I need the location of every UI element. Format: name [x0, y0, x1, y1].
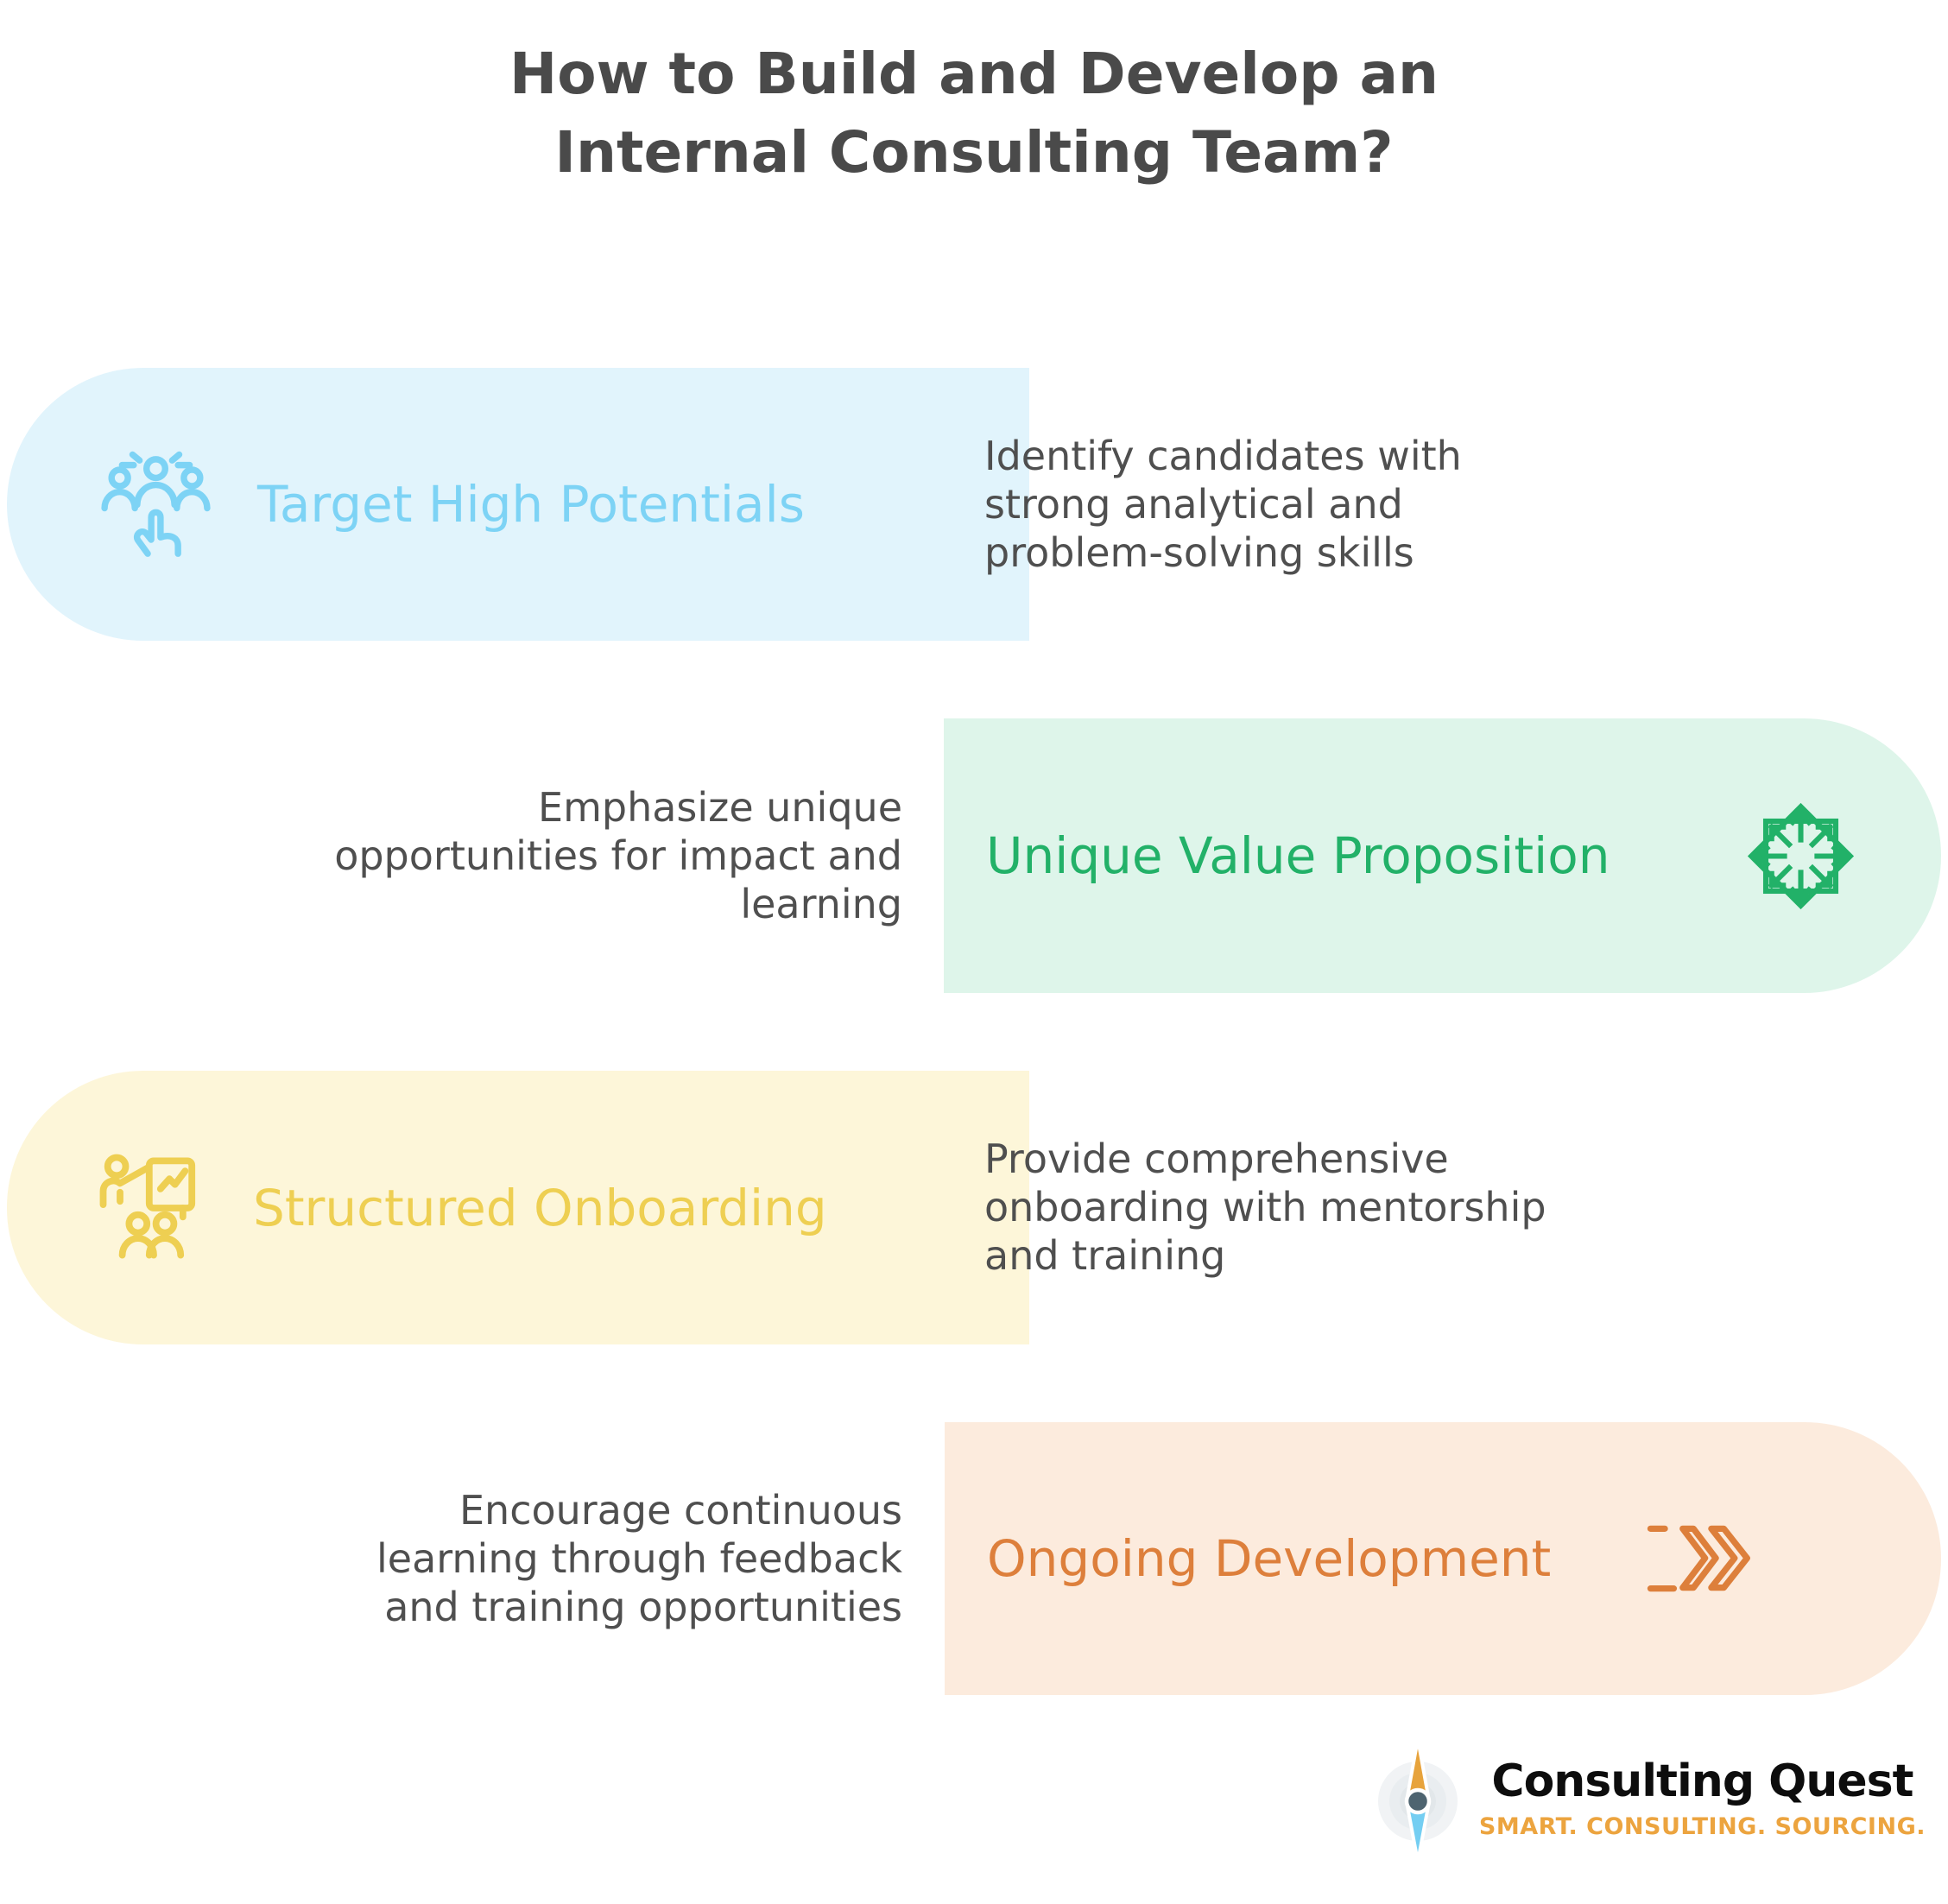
compass-icon — [1370, 1734, 1465, 1863]
section-heading-structured-onboarding: Structured Onboarding — [253, 1178, 827, 1237]
consulting-quest-logo: Consulting Quest SMART. CONSULTING. SOUR… — [1370, 1734, 1926, 1863]
ornamental-star-icon — [1742, 798, 1859, 914]
description-line: onboarding with mentorship — [984, 1184, 1546, 1230]
logo-tagline: SMART. CONSULTING. SOURCING. — [1478, 1813, 1926, 1841]
section-description-ongoing-development: Encourage continuous learning through fe… — [246, 1486, 902, 1631]
team-select-icon — [98, 446, 214, 563]
section-description-target-high-potentials: Identify candidates with strong analytic… — [984, 432, 1589, 577]
description-line: Provide comprehensive — [984, 1135, 1449, 1182]
description-line: Identify candidates with — [984, 433, 1462, 479]
page-title: How to Build and Develop an Internal Con… — [0, 35, 1948, 192]
section-heading-unique-value-proposition: Unique Value Proposition — [986, 826, 1610, 885]
presenter-training-icon — [98, 1152, 210, 1264]
section-ongoing-development: Ongoing Development — [945, 1422, 1941, 1695]
page-title-line1: How to Build and Develop an — [509, 41, 1439, 107]
double-chevron-icon — [1643, 1521, 1760, 1597]
section-target-high-potentials: Target High Potentials — [7, 368, 1029, 641]
section-heading-target-high-potentials: Target High Potentials — [257, 475, 805, 534]
description-line: opportunities for impact and — [334, 832, 902, 879]
section-unique-value-proposition: Unique Value Proposition — [944, 718, 1941, 993]
description-line: and training opportunities — [384, 1584, 902, 1630]
description-line: and training — [984, 1232, 1226, 1279]
page-title-line2: Internal Consulting Team? — [554, 119, 1394, 187]
section-description-structured-onboarding: Provide comprehensive onboarding with me… — [984, 1135, 1589, 1280]
description-line: Encourage continuous — [459, 1487, 902, 1534]
description-line: learning through feedback — [376, 1535, 902, 1582]
logo-name: Consulting Quest — [1491, 1755, 1913, 1807]
logo-text: Consulting Quest SMART. CONSULTING. SOUR… — [1478, 1755, 1926, 1841]
description-line: problem-solving skills — [984, 529, 1414, 576]
section-heading-ongoing-development: Ongoing Development — [987, 1529, 1552, 1588]
section-description-unique-value-proposition: Emphasize unique opportunities for impac… — [246, 783, 902, 928]
section-structured-onboarding: Structured Onboarding — [7, 1071, 1029, 1344]
description-line: learning — [740, 881, 902, 927]
description-line: Emphasize unique — [538, 784, 902, 831]
description-line: strong analytical and — [984, 481, 1403, 528]
